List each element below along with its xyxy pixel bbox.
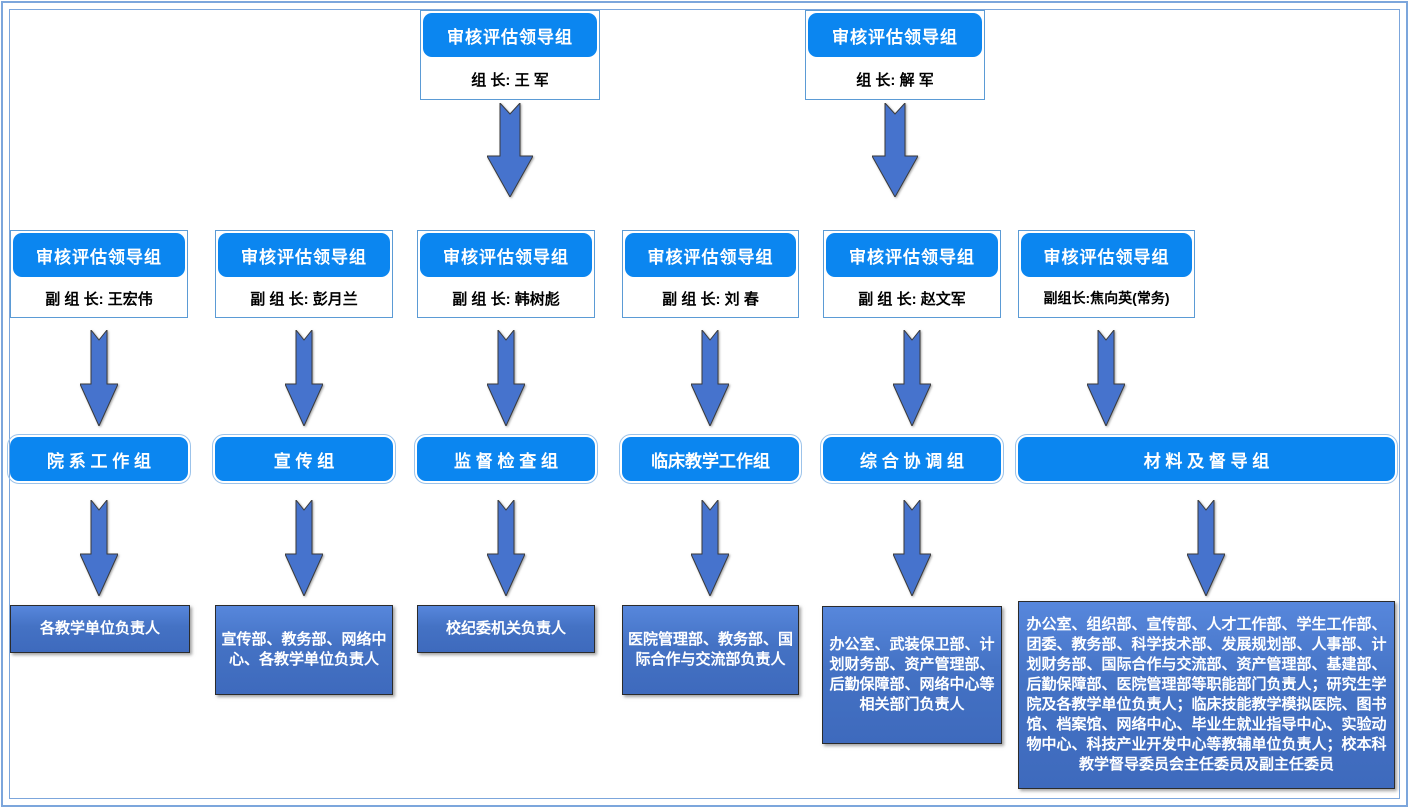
deputy-box-1: 审核评估领导组 副 组 长: 王宏伟 — [10, 230, 188, 318]
down-arrow-icon — [893, 330, 931, 426]
deputy-box-4: 审核评估领导组 副 组 长: 刘 春 — [622, 230, 799, 318]
deputy-box-5-role: 副 组 长: 赵文军 — [858, 290, 966, 308]
leader-box-2: 审核评估领导组 组 长: 解 军 — [805, 10, 985, 100]
group-box-6: 材 料 及 督 导 组 — [1015, 434, 1398, 484]
leader-box-2-title: 审核评估领导组 — [808, 13, 982, 57]
deputy-box-6-title: 审核评估领导组 — [1021, 233, 1192, 277]
member-box-3: 校纪委机关负责人 — [417, 605, 595, 653]
deputy-box-1-role: 副 组 长: 王宏伟 — [45, 290, 153, 308]
deputy-box-2-title: 审核评估领导组 — [218, 233, 390, 277]
down-arrow-icon — [487, 103, 533, 197]
down-arrow-icon — [893, 500, 931, 596]
down-arrow-icon — [1187, 500, 1225, 596]
down-arrow-icon — [487, 500, 525, 596]
deputy-box-2-role: 副 组 长: 彭月兰 — [250, 290, 358, 308]
down-arrow-icon — [285, 500, 323, 596]
down-arrow-icon — [872, 103, 918, 197]
group-box-1: 院 系 工 作 组 — [7, 434, 191, 484]
group-box-2: 宣 传 组 — [212, 434, 396, 484]
leader-box-2-role: 组 长: 解 军 — [856, 71, 934, 89]
leader-box-1-role: 组 长: 王 军 — [471, 71, 549, 89]
member-box-1: 各教学单位负责人 — [10, 605, 190, 653]
down-arrow-icon — [487, 330, 525, 426]
down-arrow-icon — [80, 330, 118, 426]
group-box-4: 临床教学工作组 — [619, 434, 802, 484]
deputy-box-3-role: 副 组 长: 韩树彪 — [452, 290, 560, 308]
down-arrow-icon — [1087, 330, 1125, 426]
down-arrow-icon — [80, 500, 118, 596]
deputy-box-5: 审核评估领导组 副 组 长: 赵文军 — [823, 230, 1001, 318]
down-arrow-icon — [285, 330, 323, 426]
deputy-box-6-role: 副组长:焦向英(常务) — [1043, 290, 1170, 306]
member-box-2: 宣传部、教务部、网络中心、各教学单位负责人 — [215, 605, 393, 695]
leader-box-1: 审核评估领导组 组 长: 王 军 — [420, 10, 600, 100]
deputy-box-5-title: 审核评估领导组 — [826, 233, 998, 277]
member-box-5: 办公室、武装保卫部、计划财务部、资产管理部、后勤保障部、网络中心等相关部门负责人 — [822, 606, 1002, 744]
leader-box-1-title: 审核评估领导组 — [423, 13, 597, 57]
member-box-4: 医院管理部、教务部、国际合作与交流部负责人 — [622, 605, 799, 695]
group-box-5: 综 合 协 调 组 — [820, 434, 1004, 484]
down-arrow-icon — [691, 330, 729, 426]
deputy-box-2: 审核评估领导组 副 组 长: 彭月兰 — [215, 230, 393, 318]
deputy-box-6: 审核评估领导组 副组长:焦向英(常务) — [1018, 230, 1195, 318]
member-box-6: 办公室、组织部、宣传部、人才工作部、学生工作部、团委、教务部、科学技术部、发展规… — [1018, 601, 1395, 789]
deputy-box-4-role: 副 组 长: 刘 春 — [662, 290, 759, 308]
deputy-box-4-title: 审核评估领导组 — [625, 233, 796, 277]
deputy-box-3-title: 审核评估领导组 — [420, 233, 592, 277]
group-box-3: 监 督 检 查 组 — [414, 434, 598, 484]
deputy-box-1-title: 审核评估领导组 — [13, 233, 185, 277]
deputy-box-3: 审核评估领导组 副 组 长: 韩树彪 — [417, 230, 595, 318]
down-arrow-icon — [691, 500, 729, 596]
